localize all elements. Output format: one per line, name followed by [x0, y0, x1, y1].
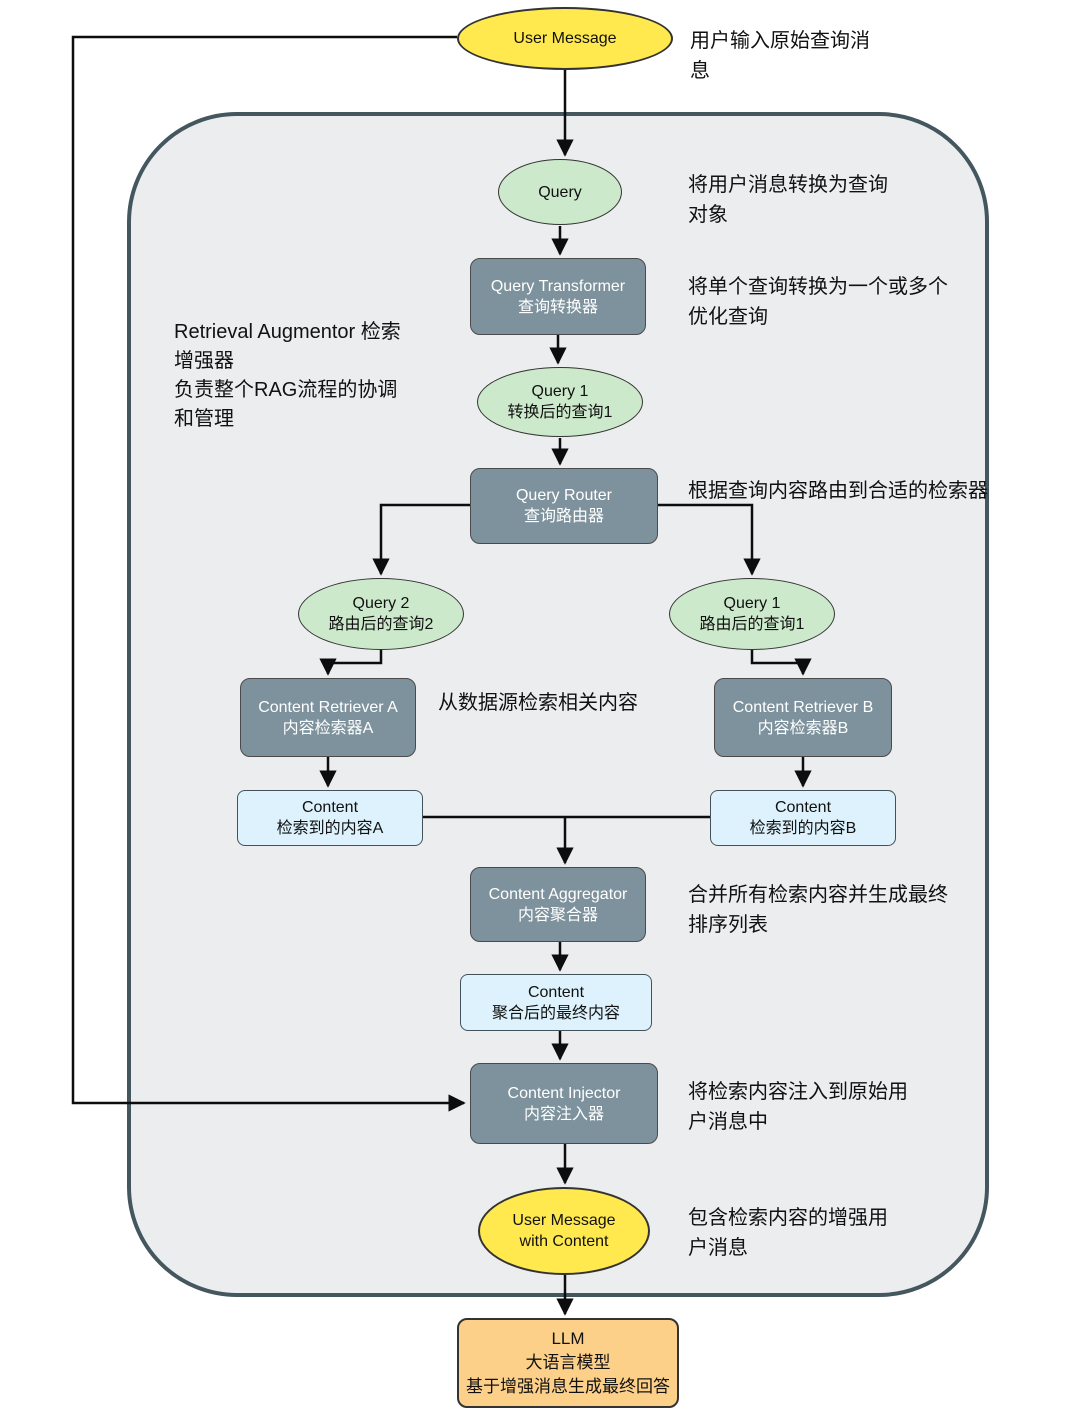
- node-user-message: User Message: [457, 7, 673, 70]
- node-query-router: Query Router 查询路由器: [470, 468, 658, 544]
- node-query1-transformed: Query 1 转换后的查询1: [477, 367, 643, 437]
- node-content-injector: Content Injector 内容注入器: [470, 1063, 658, 1144]
- annotation-user-message-with-content: 包含检索内容的增强用 户消息: [688, 1207, 888, 1259]
- node-content-aggregator: Content Aggregator 内容聚合器: [470, 867, 646, 942]
- retrieval-augmentor-label: Retrieval Augmentor 检索 增强器 负责整个RAG流程的协调 …: [174, 321, 401, 430]
- node-llm: LLM 大语言模型 基于增强消息生成最终回答: [457, 1318, 679, 1408]
- annotation-retrievers: 从数据源检索相关内容: [438, 692, 638, 714]
- node-user-message-with-content: User Message with Content: [478, 1187, 650, 1275]
- connector-router-branch-right: [658, 503, 761, 576]
- annotation-content-injector: 将检索内容注入到原始用 户消息中: [688, 1081, 908, 1133]
- connector-router-branch-left: [372, 503, 470, 576]
- annotation-query: 将用户消息转换为查询 对象: [688, 174, 888, 226]
- node-query2-routed: Query 2 路由后的查询2: [298, 578, 464, 650]
- annotation-query-router: 根据查询内容路由到合适的检索器: [688, 480, 988, 502]
- annotation-user-message: 用户输入原始查询消 息: [690, 30, 870, 82]
- connector-query1-to-retriever-b: [750, 650, 812, 676]
- node-query1-routed: Query 1 路由后的查询1: [669, 578, 835, 650]
- node-content-b: Content 检索到的内容B: [710, 790, 896, 846]
- annotation-query-transformer: 将单个查询转换为一个或多个 优化查询: [688, 276, 948, 328]
- annotation-content-aggregator: 合并所有检索内容并生成最终 排序列表: [688, 884, 948, 936]
- connector-feedback-user-message-to-content-injector: [71, 35, 466, 1112]
- node-content-retriever-a: Content Retriever A 内容检索器A: [240, 678, 416, 757]
- connector-query2-to-retriever-a: [319, 650, 383, 676]
- node-content-retriever-b: Content Retriever B 内容检索器B: [714, 678, 892, 757]
- node-content-final: Content 聚合后的最终内容: [460, 974, 652, 1031]
- node-query-transformer: Query Transformer 查询转换器: [470, 258, 646, 335]
- node-content-a: Content 检索到的内容A: [237, 790, 423, 846]
- node-query: Query: [498, 159, 622, 225]
